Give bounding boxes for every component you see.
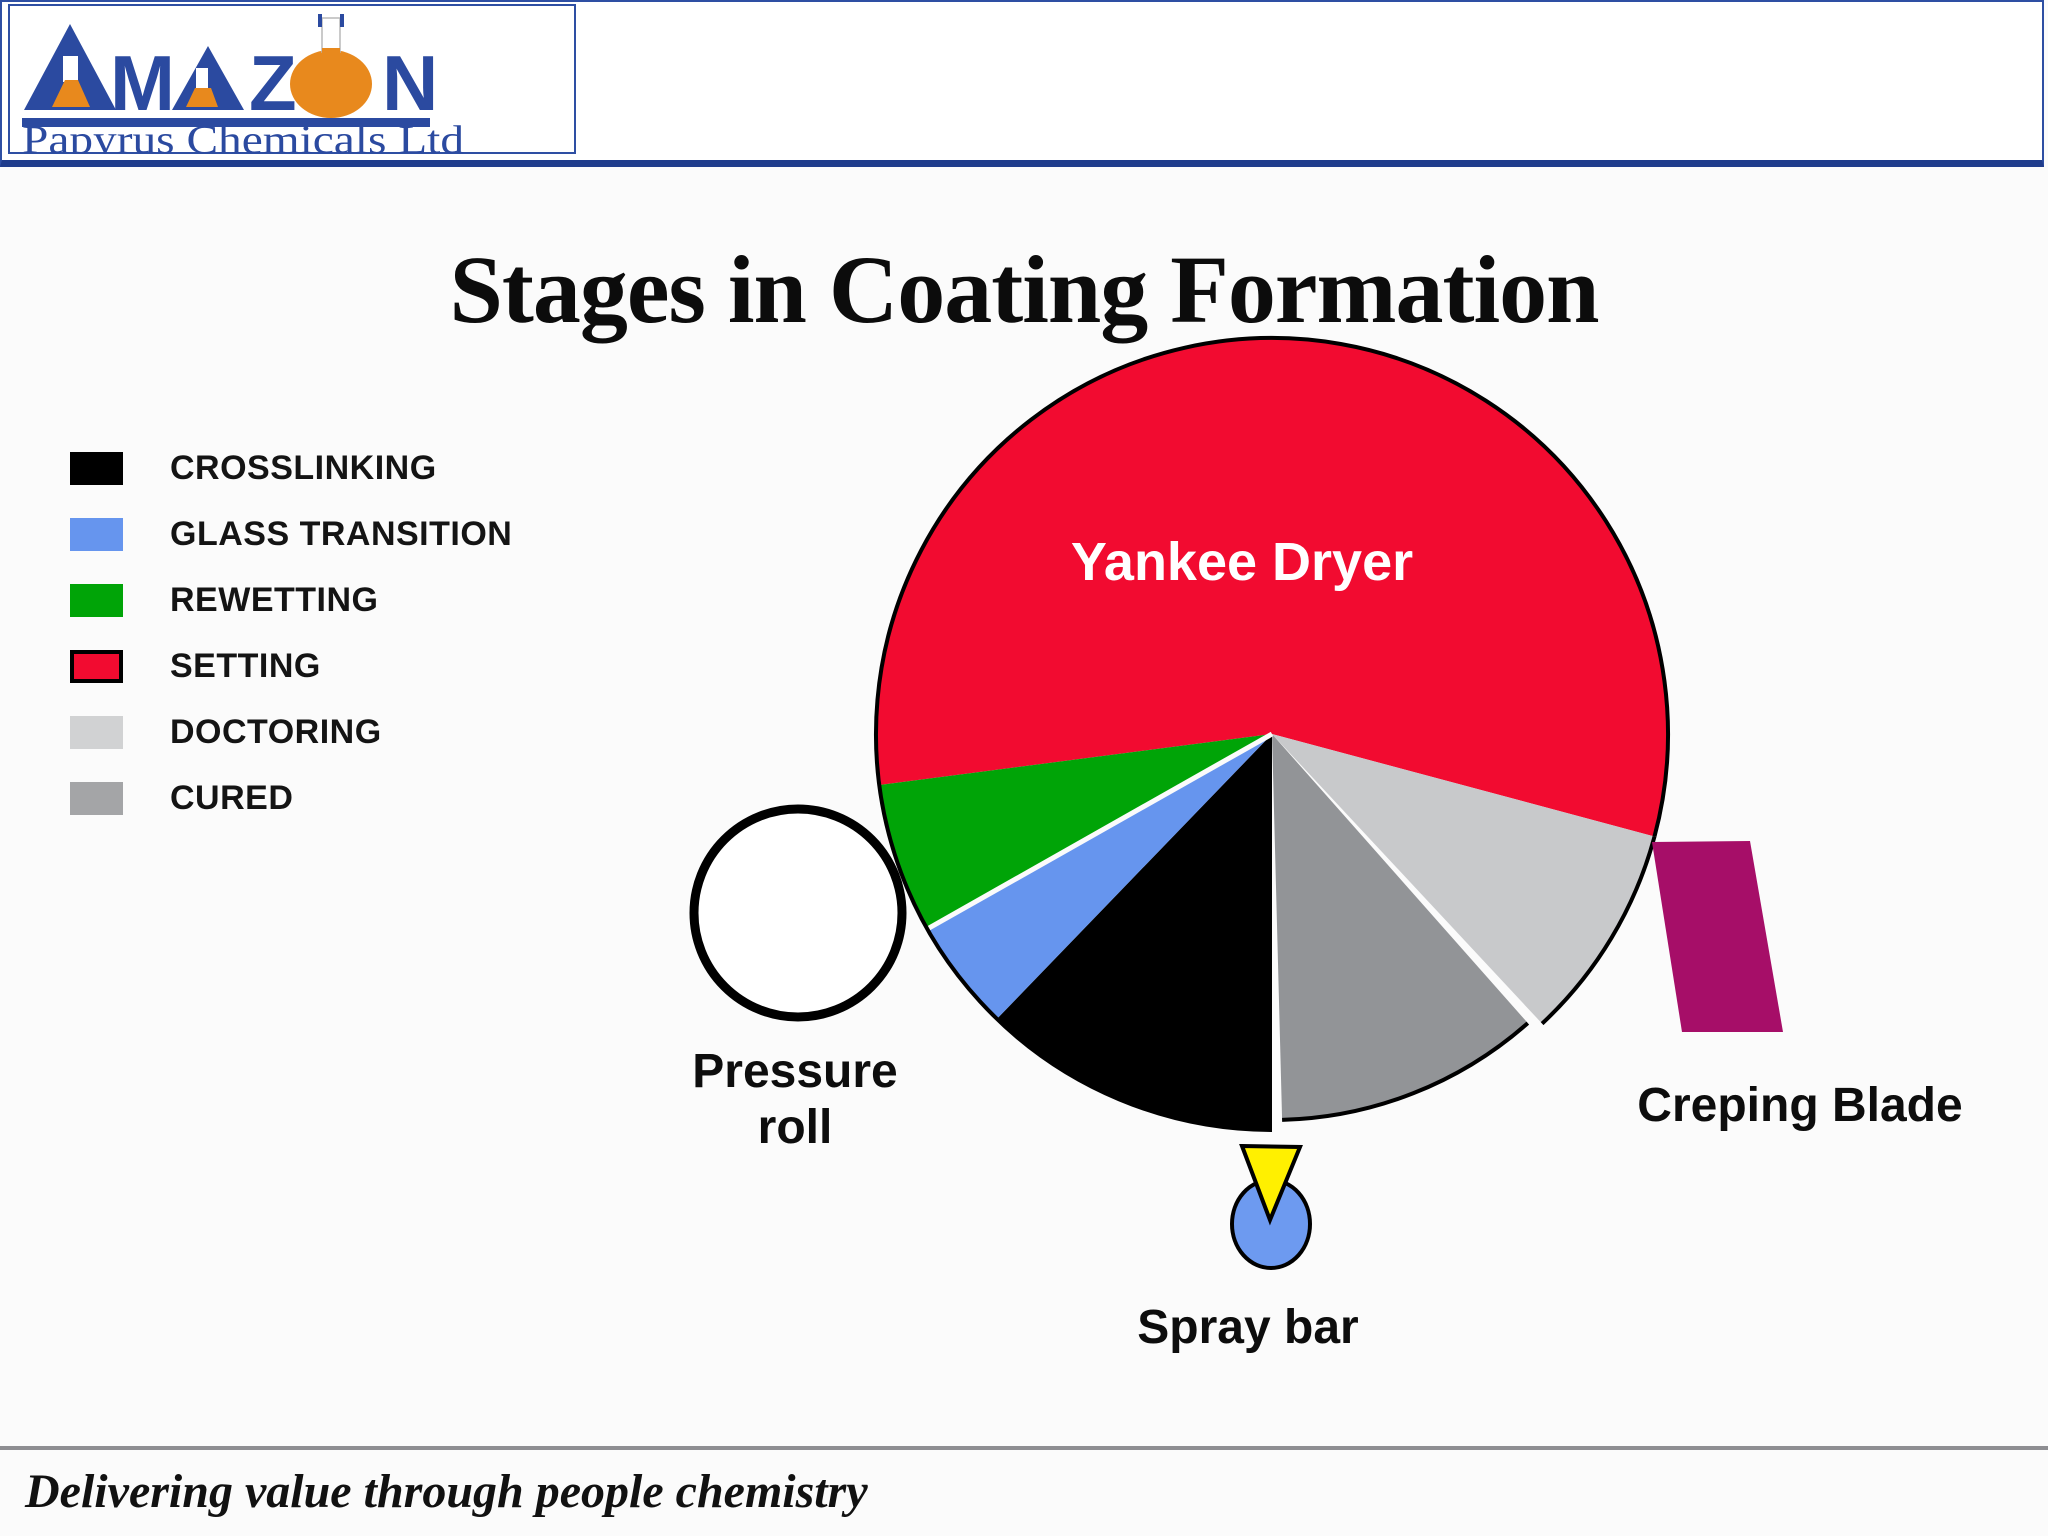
pie-segment-cured bbox=[1272, 734, 1528, 1120]
legend-label: SETTING bbox=[170, 647, 321, 685]
yankee-dryer-label: Yankee Dryer bbox=[1070, 532, 1414, 592]
yankee-dryer-pie bbox=[874, 336, 1670, 1132]
legend-label: CROSSLINKING bbox=[170, 449, 437, 487]
pie-segment-crosslinking bbox=[996, 734, 1272, 1130]
legend-swatch-icon bbox=[70, 518, 123, 551]
logo-flask1-body-icon bbox=[52, 80, 90, 107]
legend-label: REWETTING bbox=[170, 581, 379, 619]
logo-flask-o-liquid-icon bbox=[322, 48, 340, 56]
logo-flask1-neck-icon bbox=[63, 56, 78, 82]
logo-letter-n: N bbox=[382, 39, 438, 127]
creping-blade-icon bbox=[1652, 841, 1783, 1032]
logo-flask-o-rim-right-icon bbox=[340, 14, 344, 27]
legend-swatch-icon bbox=[70, 452, 123, 485]
footer-divider bbox=[0, 1446, 2048, 1450]
legend-swatch-icon bbox=[70, 782, 123, 815]
legend-item: GLASS TRANSITION bbox=[70, 515, 513, 553]
pressure-roll-icon bbox=[689, 804, 907, 1022]
logo-letter-m: M bbox=[110, 39, 175, 127]
pressure-roll-label: Pressure roll bbox=[640, 1044, 950, 1156]
legend-item: CROSSLINKING bbox=[70, 449, 512, 487]
legend-swatch-icon bbox=[70, 716, 123, 749]
header-bar: M Z N Papyrus Chemicals Ltd bbox=[0, 0, 2044, 167]
logo-subtitle: Papyrus Chemicals Ltd bbox=[22, 117, 464, 154]
page-title: Stages in Coating Formation bbox=[449, 236, 1600, 343]
legend-item: SETTING bbox=[70, 647, 512, 685]
logo-flask-o-rim-left-icon bbox=[318, 14, 322, 27]
creping-blade-label: Creping Blade bbox=[1637, 1079, 1963, 1132]
legend-label: DOCTORING bbox=[170, 713, 382, 751]
pie-outline-arc bbox=[874, 336, 1670, 1132]
logo-letter-z: Z bbox=[249, 39, 297, 127]
pie-segment-glass-transition bbox=[927, 734, 1272, 1019]
legend-item: REWETTING bbox=[70, 581, 512, 619]
legend-item: CURED bbox=[70, 779, 512, 817]
legend-swatch-icon bbox=[70, 650, 123, 683]
legend-label: GLASS TRANSITION bbox=[170, 515, 513, 553]
spray-bar-jet-icon bbox=[1239, 1143, 1303, 1226]
legend: CROSSLINKING GLASS TRANSITION REWETTING … bbox=[70, 449, 513, 848]
amazon-logo-icon: M Z N Papyrus Chemicals Ltd bbox=[22, 14, 464, 154]
logo-flask2-body-icon bbox=[186, 88, 218, 107]
company-logo: M Z N Papyrus Chemicals Ltd bbox=[8, 4, 576, 154]
pressure-roll-label-line1: Pressure bbox=[692, 1045, 898, 1098]
pie-segment-setting bbox=[876, 337, 1668, 837]
pressure-roll-label-line2: roll bbox=[757, 1101, 833, 1154]
legend-label: CURED bbox=[170, 779, 294, 817]
logo-flask2-neck-icon bbox=[196, 68, 208, 88]
pie-outline-arc bbox=[1282, 1021, 1530, 1122]
footer-tagline: Delivering value through people chemistr… bbox=[25, 1465, 868, 1518]
pie-outline-arc bbox=[1540, 835, 1657, 1026]
legend-item: DOCTORING bbox=[70, 713, 512, 751]
legend-swatch-icon bbox=[70, 584, 123, 617]
spray-bar-label: Spray bar bbox=[1137, 1301, 1359, 1354]
logo-flask-o-body-icon bbox=[290, 50, 372, 118]
pie-separator bbox=[926, 731, 1274, 932]
pie-segment-doctoring bbox=[1272, 734, 1655, 1024]
logo-underline bbox=[22, 118, 430, 127]
pie-segment-rewetting bbox=[879, 734, 1272, 929]
